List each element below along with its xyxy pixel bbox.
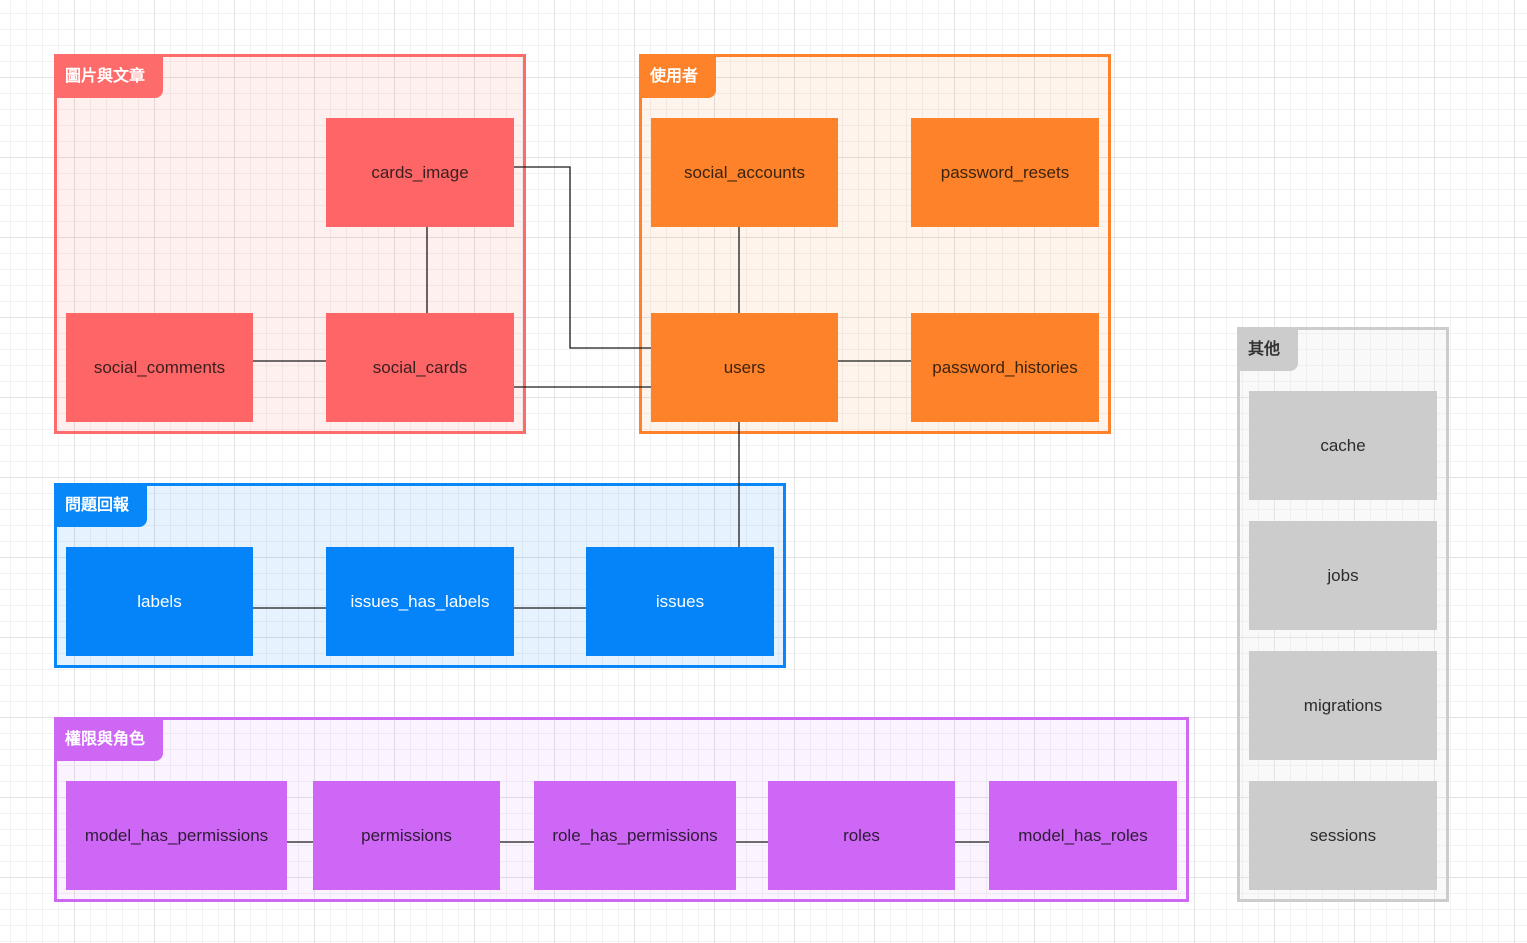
table-jobs[interactable]: jobs xyxy=(1249,521,1437,630)
table-users[interactable]: users xyxy=(651,313,838,422)
table-social-accounts[interactable]: social_accounts xyxy=(651,118,838,227)
group-label-images-posts: 圖片與文章 xyxy=(57,57,164,98)
table-social-comments[interactable]: social_comments xyxy=(66,313,253,422)
table-password-histories[interactable]: password_histories xyxy=(911,313,1099,422)
table-social-cards[interactable]: social_cards xyxy=(326,313,514,422)
table-labels[interactable]: labels xyxy=(66,547,253,656)
table-password-resets[interactable]: password_resets xyxy=(911,118,1099,227)
table-model-has-permissions[interactable]: model_has_permissions xyxy=(66,781,287,890)
relation-cards-image-users xyxy=(514,166,651,349)
table-role-has-permissions[interactable]: role_has_permissions xyxy=(534,781,736,890)
table-cache[interactable]: cache xyxy=(1249,391,1437,500)
group-label-permissions-roles: 權限與角色 xyxy=(57,720,164,761)
group-label-issues: 問題回報 xyxy=(57,486,148,527)
table-model-has-roles[interactable]: model_has_roles xyxy=(989,781,1177,890)
table-cards-image[interactable]: cards_image xyxy=(326,118,514,227)
table-issues-has-labels[interactable]: issues_has_labels xyxy=(326,547,514,656)
group-label-users: 使用者 xyxy=(642,57,717,98)
table-roles[interactable]: roles xyxy=(768,781,955,890)
group-label-other: 其他 xyxy=(1240,330,1299,371)
table-permissions[interactable]: permissions xyxy=(313,781,500,890)
table-sessions[interactable]: sessions xyxy=(1249,781,1437,890)
table-migrations[interactable]: migrations xyxy=(1249,651,1437,760)
table-issues[interactable]: issues xyxy=(586,547,774,656)
